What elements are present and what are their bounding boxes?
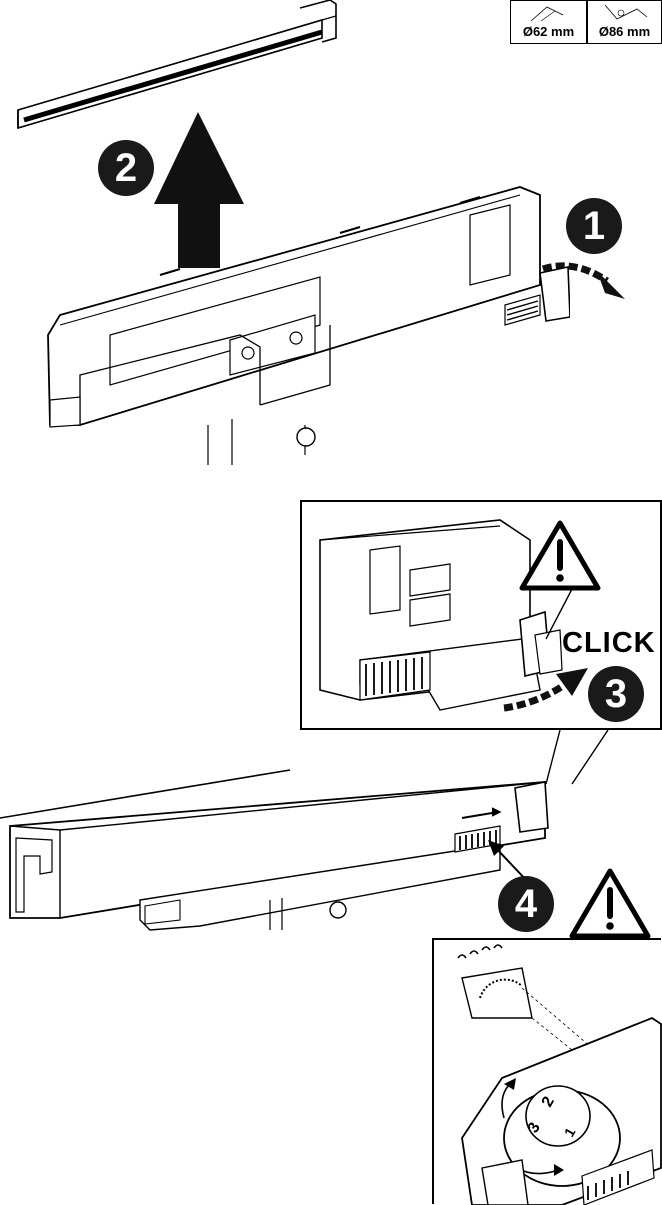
dimension-cell-right: Ø86 mm <box>587 1 662 43</box>
step-badge-3: 3 <box>588 666 644 722</box>
click-label: CLICK <box>562 627 656 659</box>
step-badge-4: 4 <box>498 876 554 932</box>
dimension-label-left: Ø62 mm <box>522 24 575 39</box>
rotate-up-arrow-icon <box>503 668 588 712</box>
beam-adjust-detail-panel: 2 3 1 <box>432 938 662 1205</box>
step-badge-2: 2 <box>98 140 154 196</box>
zoom-callout-box <box>300 500 662 730</box>
track-rail-drawing <box>0 769 549 931</box>
ceiling-rail-drawing <box>17 0 337 130</box>
warning-triangle-icon <box>519 520 601 591</box>
warning-triangle-icon-step4 <box>569 868 651 939</box>
warning-leader-line <box>545 588 573 640</box>
lift-up-arrow-icon <box>154 112 244 268</box>
track-adapter-drawing <box>47 186 570 465</box>
rotate-down-arrow-icon <box>541 262 625 299</box>
dimension-box: Ø62 mm Ø86 mm <box>510 0 662 44</box>
step-badge-1: 1 <box>566 198 622 254</box>
dimension-sketch-right <box>604 4 648 20</box>
dimension-label-right: Ø86 mm <box>598 24 651 39</box>
dimension-divider <box>586 1 588 43</box>
dimension-cell-left: Ø62 mm <box>511 1 586 43</box>
dimension-sketch-left <box>530 6 564 22</box>
zoom-leader-lines <box>545 729 609 785</box>
